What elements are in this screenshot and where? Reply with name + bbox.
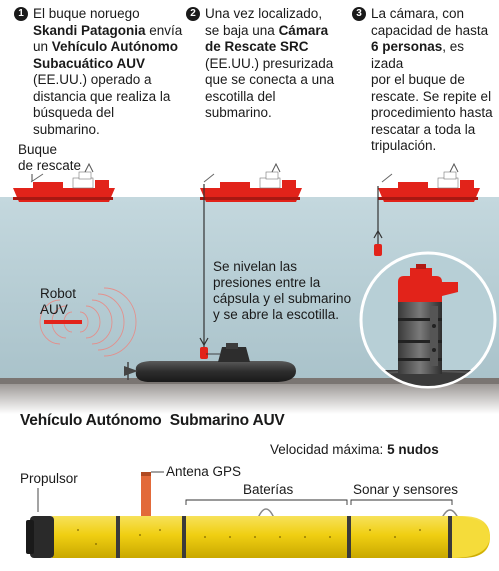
- step-number-badge: 1: [14, 7, 28, 21]
- step-text-run: Cámara: [278, 22, 329, 38]
- step-text-run: se baja una: [205, 22, 279, 38]
- batteries-label: Baterías: [243, 482, 294, 497]
- step-text-run: de Rescate SRC: [205, 39, 309, 54]
- rescue-ship-1: [13, 162, 115, 202]
- step-text-run: procedimiento hasta: [371, 105, 493, 120]
- step-text-run: 6 personas: [371, 39, 443, 54]
- step-line: (EE.UU.) presurizada: [205, 56, 334, 73]
- rescue-chamber-rising: [374, 244, 382, 256]
- step-text-run: búsqueda del: [33, 105, 115, 120]
- step-text-run: Una vez localizado,: [205, 6, 323, 21]
- auv-detail: [26, 471, 490, 558]
- ship-label: Buque de rescate: [18, 142, 82, 173]
- step-number-badge: 2: [186, 7, 200, 21]
- step-line: 6 personas, es izada: [371, 39, 497, 72]
- rescue-chamber-small: [200, 347, 208, 359]
- step-line: procedimiento hasta: [371, 105, 497, 122]
- step-number-badge: 3: [352, 7, 366, 21]
- propulsor-ring: [30, 516, 54, 558]
- step-line: Subacuático AUV: [33, 56, 182, 73]
- step-line: de Rescate SRC: [205, 39, 334, 56]
- step-text-run: rescate. Se repite el: [371, 88, 492, 104]
- step-line: un Vehículo Autónomo: [33, 39, 182, 56]
- step-line: se baja una Cámara: [205, 23, 334, 40]
- step-line: Una vez localizado,: [205, 6, 334, 23]
- step-line: capacidad de hasta: [371, 23, 497, 40]
- step-text-run: La cámara, con: [371, 6, 465, 21]
- pressure-note: Se nivelan las presiones entre la cápsul…: [213, 259, 352, 322]
- rescue-ship-3: [378, 162, 480, 202]
- step-text-run: rescatar a toda la: [371, 121, 476, 137]
- step-line: distancia que realiza la: [33, 89, 182, 106]
- step-text-run: , es izada: [371, 39, 465, 71]
- step-text-run: submarino.: [205, 105, 272, 120]
- gps-antenna-label: Antena GPS: [166, 464, 242, 479]
- step-text-run: distancia que realiza la: [33, 88, 171, 104]
- step-text-run: submarino.: [33, 121, 100, 137]
- gps-antenna: [141, 472, 151, 516]
- robot-auv-small: [44, 320, 82, 324]
- step-line: que se conecta a una: [205, 72, 334, 89]
- step-text-run: un: [33, 39, 52, 54]
- rescue-ship-2: [200, 162, 302, 202]
- step-line: búsqueda del: [33, 105, 182, 122]
- step-line: escotilla del: [205, 89, 334, 106]
- sonar-label: Sonar y sensores: [353, 482, 459, 497]
- step-line: El buque noruego: [33, 6, 182, 23]
- step-line: rescate. Se repite el: [371, 89, 497, 106]
- step-text-run: por el buque de: [371, 72, 465, 87]
- step-line: submarino.: [33, 122, 182, 139]
- batteries-bracket: [185, 499, 348, 505]
- propulsor-label: Propulsor: [20, 471, 78, 486]
- sonar-bracket: [350, 499, 453, 505]
- step-line: (EE.UU.) operado a: [33, 72, 182, 89]
- zoom-detail-circle: [359, 251, 497, 389]
- step-line: Skandi Patagonia envía: [33, 23, 182, 40]
- step-text-run: (EE.UU.) operado a: [33, 72, 152, 87]
- step-text-run: (EE.UU.) presurizada: [205, 55, 334, 71]
- step-text-run: que se conecta a una: [205, 72, 335, 87]
- step-text-run: Subacuático AUV: [33, 55, 146, 71]
- step-line: submarino.: [205, 105, 334, 122]
- step-line: por el buque de: [371, 72, 497, 89]
- step-text-run: envía: [145, 22, 183, 38]
- step-text-run: tripulación.: [371, 138, 437, 153]
- step-line: rescatar a toda la: [371, 122, 497, 139]
- step-text-run: escotilla del: [205, 88, 276, 104]
- step-line: tripulación.: [371, 138, 497, 155]
- step-text-run: El buque noruego: [33, 6, 140, 21]
- step-text-run: Vehículo Autónomo: [51, 39, 179, 54]
- auv-section-title: Vehículo Autónomo Submarino AUV: [20, 412, 285, 429]
- step-text-run: capacidad de hasta: [371, 22, 489, 38]
- step-text-run: Skandi Patagonia: [33, 22, 146, 38]
- max-speed: Velocidad máxima: 5 nudos: [270, 442, 439, 457]
- submarine: [124, 343, 296, 382]
- robot-auv-label: Robot AUV: [40, 286, 77, 317]
- step-line: La cámara, con: [371, 6, 497, 23]
